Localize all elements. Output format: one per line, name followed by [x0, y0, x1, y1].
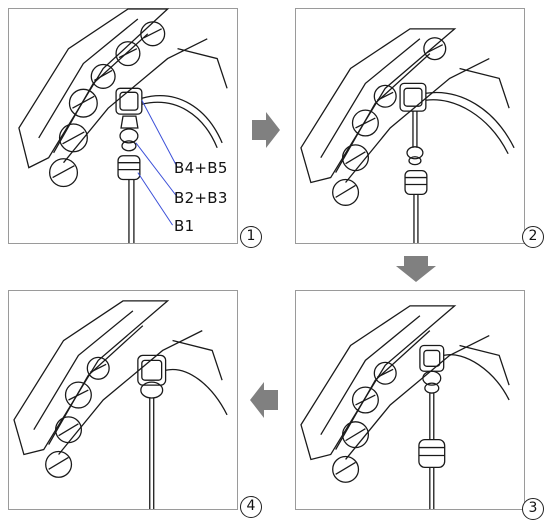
step-2-illustration [300, 28, 515, 243]
step-1-illustration [18, 8, 228, 243]
arrow-down-icon [396, 256, 436, 282]
label-b2-b3: B2+B3 [174, 189, 228, 207]
step-3-badge: 3 [522, 498, 544, 520]
step-4-badge: 4 [240, 496, 262, 518]
arrow-right-icon [252, 112, 280, 148]
label-b4-b5: B4+B5 [174, 159, 228, 177]
step-2-badge: 2 [522, 226, 544, 248]
step-1-panel: B4+B5 B2+B3 B1 [8, 8, 238, 244]
step-4-illustration [13, 300, 228, 509]
label-b1: B1 [174, 217, 195, 235]
step-4-panel [8, 290, 238, 510]
step-2-panel [295, 8, 525, 244]
step-3-illustration [300, 305, 510, 509]
arrow-left-icon [250, 382, 278, 418]
step-1-badge: 1 [240, 226, 262, 248]
step-3-panel [295, 290, 525, 510]
